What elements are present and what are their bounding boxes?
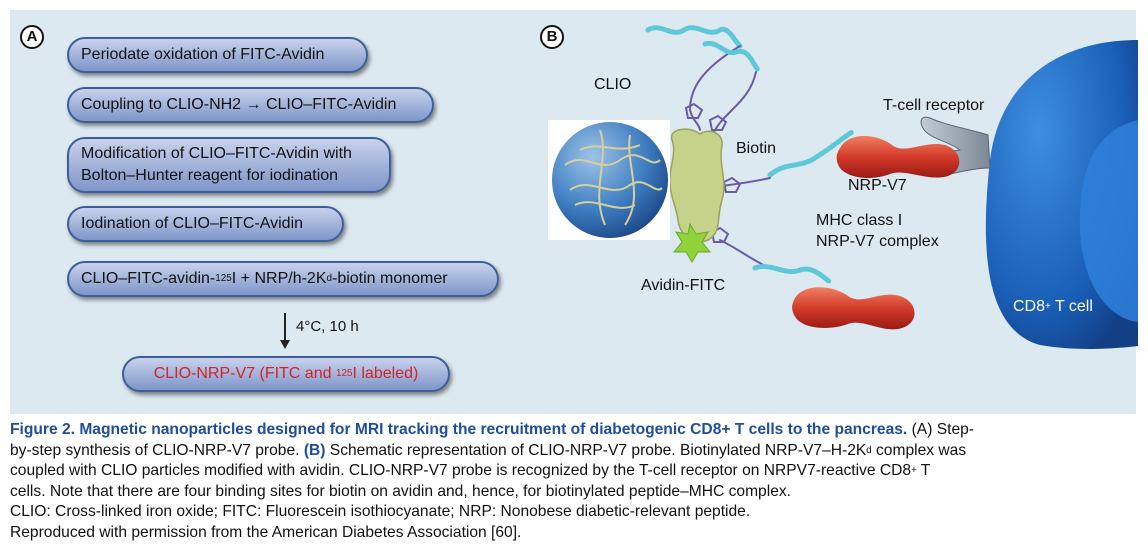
step-sup-d: d (326, 273, 332, 285)
caption-tag-b: (B) (303, 441, 326, 459)
step-sup-125: 125 (215, 273, 232, 285)
caption-title: Figure 2. Magnetic nanoparticles designe… (10, 421, 908, 438)
reaction-arrow (284, 313, 286, 343)
caption-line-2: by-step synthesis of CLIO-NRP-V7 probe. … (10, 441, 1138, 462)
clio-nanoparticle-icon (548, 120, 670, 240)
caption-sup: d (866, 444, 872, 456)
caption-line-6: Reproduced with permission from the Amer… (10, 523, 522, 541)
cd8-text-post: T cell (1050, 298, 1093, 315)
step-label: CLIO–FITC-avidin-125I + NRP/h-2Kd-biotin… (81, 270, 448, 288)
fitc-star-icon (672, 222, 712, 263)
caption-line-5: CLIO: Cross-linked iron oxide; FITC: Flu… (10, 503, 751, 520)
label-mhc-line2: NRP-V7 complex (816, 233, 939, 250)
caption-text: complex was (871, 441, 967, 459)
final-text-post: I labeled) (352, 365, 419, 382)
cd8-sup: + (1045, 301, 1051, 313)
cd8-text: CD8 (1013, 298, 1046, 315)
final-label: CLIO-NRP-V7 (FITC and 125I labeled) (154, 365, 419, 383)
caption-text: coupled with CLIO particles modified wit… (10, 462, 912, 479)
panel-b-label: B (540, 25, 564, 49)
caption-sup: + (911, 465, 917, 477)
label-tcr: T-cell receptor (883, 97, 985, 114)
caption-text: Schematic representation of CLIO-NRP-V7 … (325, 441, 867, 459)
caption-text: by-step synthesis of CLIO-NRP-V7 probe. (10, 441, 304, 459)
cd8-t-cell-icon (985, 40, 1138, 349)
reaction-condition: 4°C, 10 h (296, 318, 359, 335)
panel-b-diagram (548, 25, 1138, 349)
caption-text: T (916, 462, 931, 479)
step-text-mid: I + NRP/h-2K (231, 270, 327, 287)
panel-a-label: A (20, 25, 44, 49)
biotin-chain-icon (645, 25, 855, 285)
step-biotin-monomer: CLIO–FITC-avidin-125I + NRP/h-2Kd-biotin… (67, 261, 499, 297)
step-periodate-oxidation: Periodate oxidation of FITC-Avidin (67, 37, 368, 73)
step-text-post: -biotin monomer (332, 270, 448, 287)
figure-caption: Figure 2. Magnetic nanoparticles designe… (10, 420, 1138, 543)
final-text-pre: CLIO-NRP-V7 (FITC and (153, 365, 336, 382)
label-clio: CLIO (594, 76, 632, 93)
step-modification: Modification of CLIO–FITC-Avidin with Bo… (67, 137, 391, 193)
step-label: Iodination of CLIO–FITC-Avidin (81, 215, 304, 232)
label-biotin: Biotin (736, 140, 777, 157)
step-label: Periodate oxidation of FITC-Avidin (81, 46, 325, 63)
step-coupling-clio: Coupling to CLIO-NH2 → CLIO–FITC-Avidin (67, 87, 434, 123)
avidin-molecule-icon (668, 128, 725, 243)
step-final-product: CLIO-NRP-V7 (FITC and 125I labeled) (122, 356, 450, 392)
nrp-v7-mhc-icon-2 (792, 287, 915, 330)
caption-line1-tail: (A) Step- (907, 421, 974, 438)
caption-line-3: coupled with CLIO particles modified wit… (10, 461, 1138, 482)
final-sup-125: 125 (335, 368, 353, 380)
step-label-line2: Bolton–Hunter reagent for iodination (81, 167, 339, 184)
arrow-down-icon (280, 340, 290, 349)
label-avidin-fitc: Avidin-FITC (641, 277, 726, 294)
step-label-line1: Modification of CLIO–FITC-Avidin with (81, 145, 352, 162)
caption-line-4: cells. Note that there are four binding … (10, 482, 791, 500)
label-nrp-v7: NRP-V7 (848, 177, 907, 194)
label-cd8-t-cell: CD8+ T cell (1013, 298, 1093, 316)
step-label: Modification of CLIO–FITC-Avidin with Bo… (81, 143, 352, 187)
step-iodination: Iodination of CLIO–FITC-Avidin (67, 206, 344, 242)
step-label: Coupling to CLIO-NH2 → CLIO–FITC-Avidin (81, 96, 397, 113)
caption-line-1: Figure 2. Magnetic nanoparticles designe… (10, 420, 1138, 441)
step-text-pre: CLIO–FITC-avidin- (81, 270, 216, 287)
nrp-v7-mhc-icon (836, 135, 960, 178)
label-mhc-line1: MHC class I (816, 212, 903, 229)
